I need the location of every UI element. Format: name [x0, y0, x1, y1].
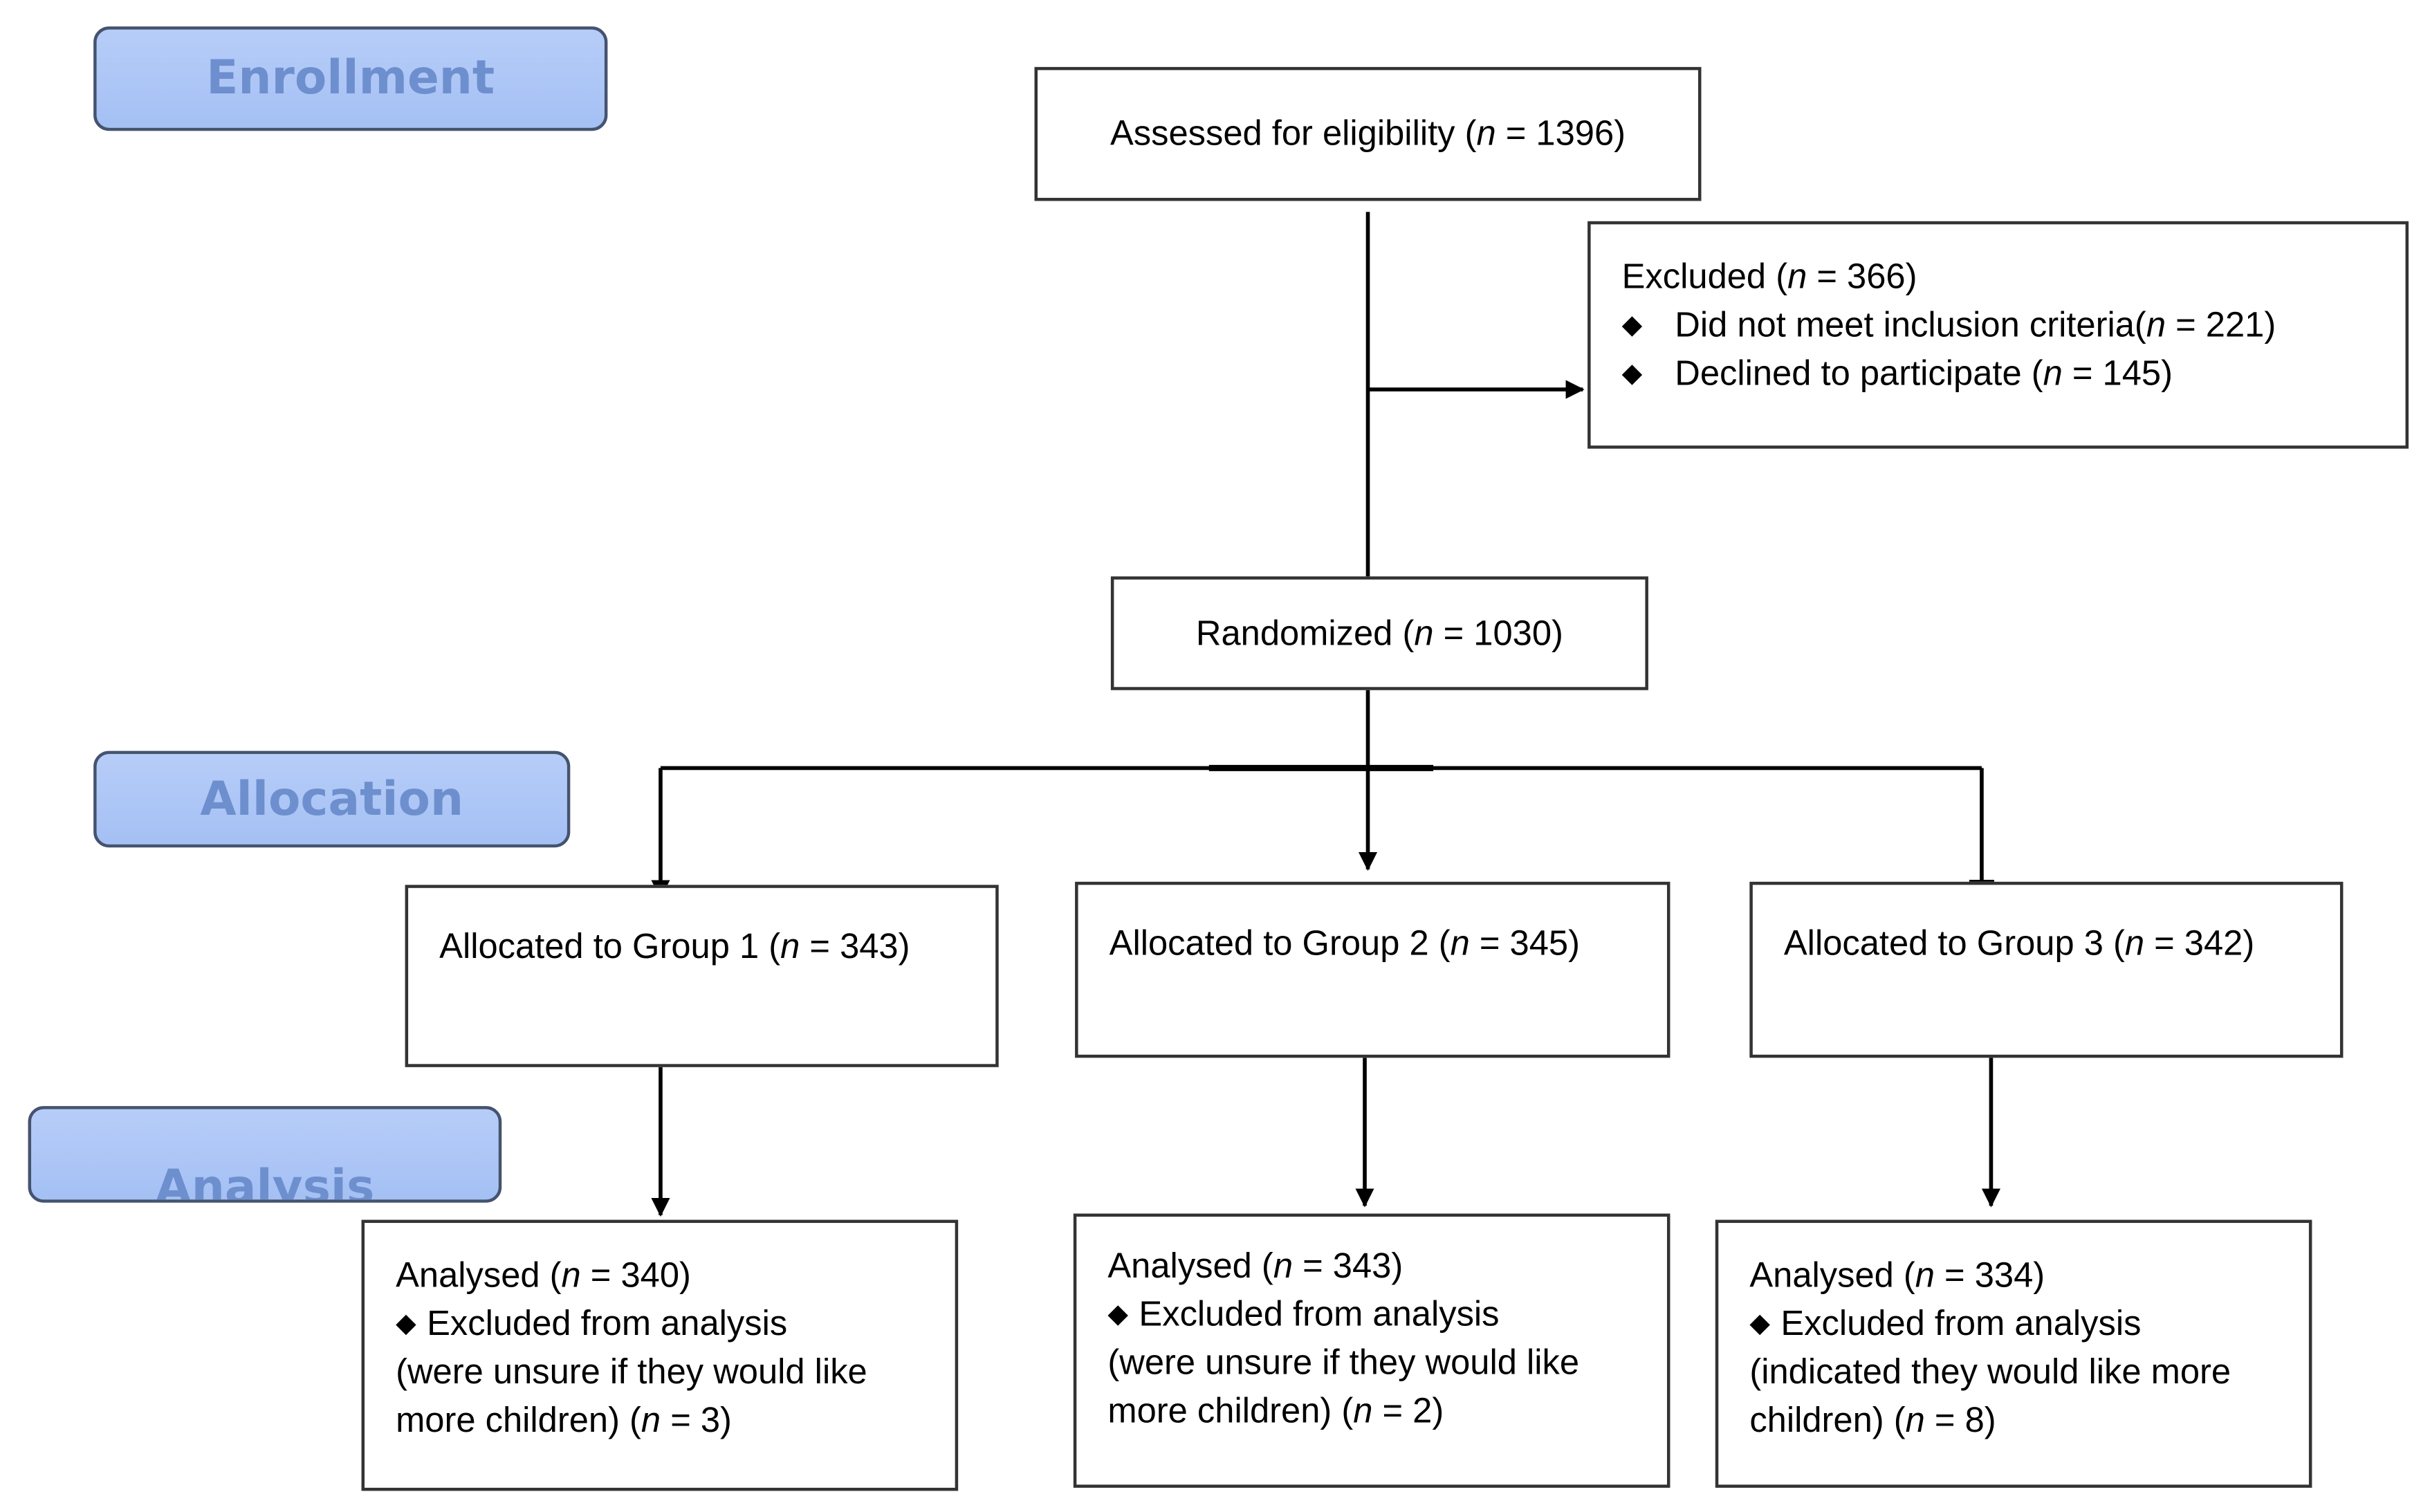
randomized-box: Randomized (n = 1030) — [1110, 576, 1648, 690]
allocated-group-1-text: Allocated to Group 1 (n = 343) — [439, 927, 910, 966]
excluded-item: ◆Declined to participate (n = 145) — [1621, 353, 2173, 393]
exclusion-reason: (were unsure if they would like more chi… — [1107, 1343, 1580, 1430]
exclusion-reason: (were unsure if they would like more chi… — [396, 1352, 867, 1440]
diamond-bullet-icon: ◆ — [1621, 358, 1643, 389]
allocated-group-2-text: Allocated to Group 2 (n = 345) — [1109, 923, 1581, 963]
excluded-heading: Excluded (n = 366) — [1621, 257, 1917, 296]
diamond-bullet-icon: ◆ — [1107, 1299, 1128, 1329]
analysed-heading: Analysed (n = 340) — [396, 1255, 691, 1295]
analysed-group-1-box: Analysed (n = 340) ◆Excluded from analys… — [361, 1219, 959, 1491]
exclusion-reason: (indicated they would like more children… — [1749, 1352, 2231, 1440]
stage-label-text: Enrollment — [206, 51, 495, 107]
excluded-from-analysis: ◆Excluded from analysis — [1107, 1294, 1500, 1334]
excluded-from-analysis: ◆Excluded from analysis — [396, 1304, 788, 1343]
diamond-bullet-icon: ◆ — [396, 1309, 416, 1338]
diamond-bullet-icon: ◆ — [1621, 310, 1643, 340]
allocated-group-1-box: Allocated to Group 1 (n = 343) — [405, 885, 999, 1067]
assessed-box: Assessed for eligibility (n = 1396) — [1034, 66, 1702, 201]
analysed-group-3-box: Analysed (n = 334) ◆Excluded from analys… — [1715, 1219, 2312, 1488]
randomized-text: Randomized (n = 1030) — [1195, 614, 1563, 653]
excluded-item: ◆Did not meet inclusion criteria(n = 221… — [1621, 305, 2276, 344]
analysed-heading: Analysed (n = 334) — [1749, 1255, 2045, 1295]
stage-label-text: Allocation — [200, 772, 464, 827]
allocated-group-2-box: Allocated to Group 2 (n = 345) — [1075, 881, 1670, 1058]
stage-label-text: Analysis — [155, 1160, 375, 1203]
analysed-group-2-box: Analysed (n = 343) ◆Excluded from analys… — [1073, 1213, 1670, 1488]
assessed-text: Assessed for eligibility (n = 1396) — [1110, 114, 1626, 154]
allocated-group-3-text: Allocated to Group 3 (n = 342) — [1783, 923, 2255, 963]
stage-label-analysis: Analysis — [28, 1106, 502, 1203]
stage-label-allocation: Allocation — [93, 750, 571, 848]
diamond-bullet-icon: ◆ — [1749, 1309, 1770, 1338]
allocated-group-3-box: Allocated to Group 3 (n = 342) — [1749, 881, 2344, 1058]
excluded-box: Excluded (n = 366) ◆Did not meet inclusi… — [1587, 221, 2409, 449]
stage-label-enrollment: Enrollment — [93, 26, 608, 131]
excluded-from-analysis: ◆Excluded from analysis — [1749, 1304, 2142, 1343]
analysed-heading: Analysed (n = 343) — [1107, 1246, 1403, 1286]
